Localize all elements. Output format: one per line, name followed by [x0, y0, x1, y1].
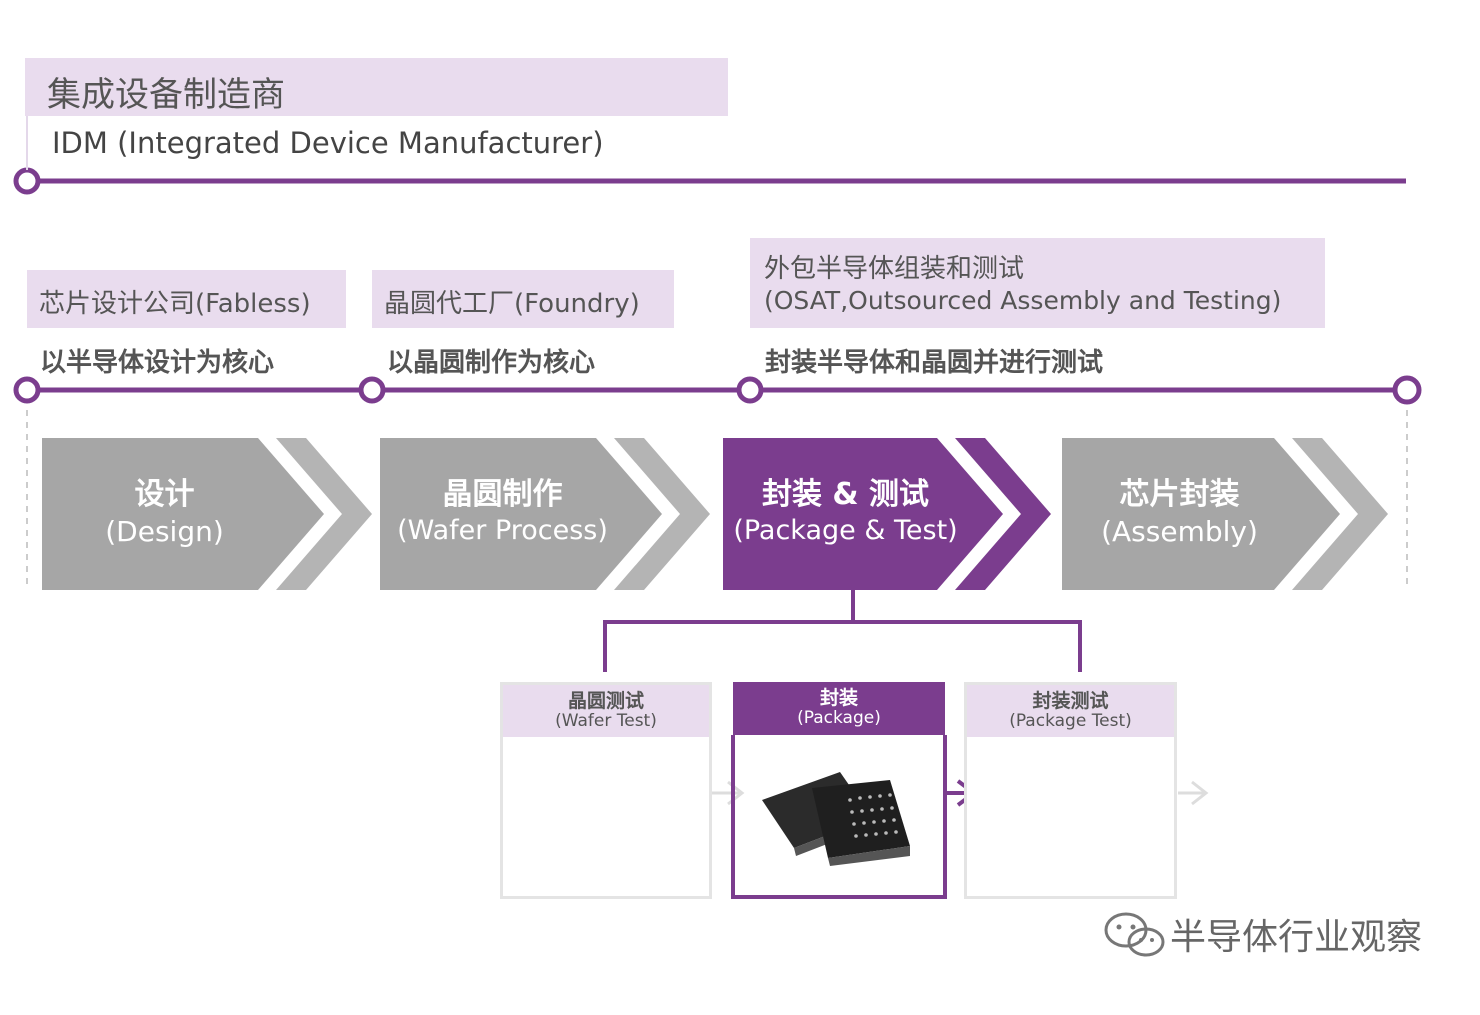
step-assembly-cn: 芯片封装 — [1119, 477, 1240, 512]
fabless-desc: 以半导体设计为核心 — [40, 348, 275, 378]
wechat-icon — [1104, 912, 1165, 957]
substep-wafer-test-cn: 晶圆测试 — [567, 690, 644, 712]
fabless-node — [13, 376, 41, 404]
step-wafer-cn: 晶圆制作 — [442, 477, 563, 512]
substep-wafer-test-card: 晶圆测试 (Wafer Test) — [500, 682, 712, 899]
step-package-en: (Package & Test) — [733, 514, 958, 546]
idm-title-cn: 集成设备制造商 — [47, 75, 285, 115]
watermark-text: 半导体行业观察 — [1170, 917, 1423, 958]
step-wafer-label: 晶圆制作 (Wafer Process) — [380, 476, 625, 547]
substep-package-test-card: 封装测试 (Package Test) — [964, 682, 1177, 899]
step-design-label: 设计 (Design) — [42, 476, 287, 549]
osat-node — [736, 376, 764, 404]
step-design-shape — [42, 438, 324, 590]
foundry-desc: 以晶圆制作为核心 — [387, 348, 596, 378]
step-assembly-shape — [1062, 438, 1340, 590]
idm-title-box: 集成设备制造商 — [25, 58, 728, 116]
step-wafer-shape — [380, 438, 662, 590]
step-package-shape — [723, 438, 1003, 590]
step-package-label: 封装 & 测试 (Package & Test) — [723, 476, 968, 547]
substep-package-card: 封装 (Package) — [733, 682, 945, 735]
step-design-en: (Design) — [105, 514, 224, 548]
foundry-title-box: 晶圆代工厂(Foundry) — [372, 270, 674, 328]
step-package-chevron — [955, 438, 1051, 590]
end-node — [1392, 375, 1422, 405]
step-package-cn: 封装 & 测试 — [761, 477, 930, 512]
step-assembly-chevron — [1292, 438, 1388, 590]
step-wafer-en: (Wafer Process) — [397, 514, 608, 546]
step-design-chevron — [276, 438, 372, 590]
step-design-cn: 设计 — [134, 477, 195, 512]
substep-package-cn: 封装 — [819, 687, 858, 709]
substep-package-test-header: 封装测试 (Package Test) — [967, 685, 1174, 737]
step-assembly-label: 芯片封装 (Assembly) — [1062, 476, 1297, 549]
substep-wafer-test-header: 晶圆测试 (Wafer Test) — [503, 685, 709, 737]
substep-package-test-cn: 封装测试 — [1032, 690, 1109, 712]
foundry-title: 晶圆代工厂(Foundry) — [384, 289, 640, 319]
osat-title-line2: (OSAT,Outsourced Assembly and Testing) — [764, 286, 1282, 315]
osat-desc: 封装半导体和晶圆并进行测试 — [765, 348, 1104, 378]
substep-package-en: (Package) — [797, 707, 881, 728]
substep-package-test-en: (Package Test) — [1009, 710, 1132, 731]
step-wafer-chevron — [614, 438, 710, 590]
osat-title-line1: 外包半导体组装和测试 — [764, 254, 1025, 284]
idm-start-node — [13, 167, 41, 195]
step-assembly-en: (Assembly) — [1101, 514, 1258, 548]
watermark: 半导体行业观察 — [1100, 908, 1422, 960]
substep-wafer-test-en: (Wafer Test) — [555, 710, 657, 731]
fabless-title: 芯片设计公司(Fabless) — [39, 289, 311, 319]
fabless-title-box: 芯片设计公司(Fabless) — [27, 270, 346, 328]
foundry-node — [358, 376, 386, 404]
osat-title-box: 外包半导体组装和测试 (OSAT,Outsourced Assembly and… — [750, 238, 1325, 328]
idm-title-en: IDM (Integrated Device Manufacturer) — [52, 126, 604, 160]
substep-package-header: 封装 (Package) — [733, 682, 945, 735]
package-illustration — [762, 772, 910, 866]
